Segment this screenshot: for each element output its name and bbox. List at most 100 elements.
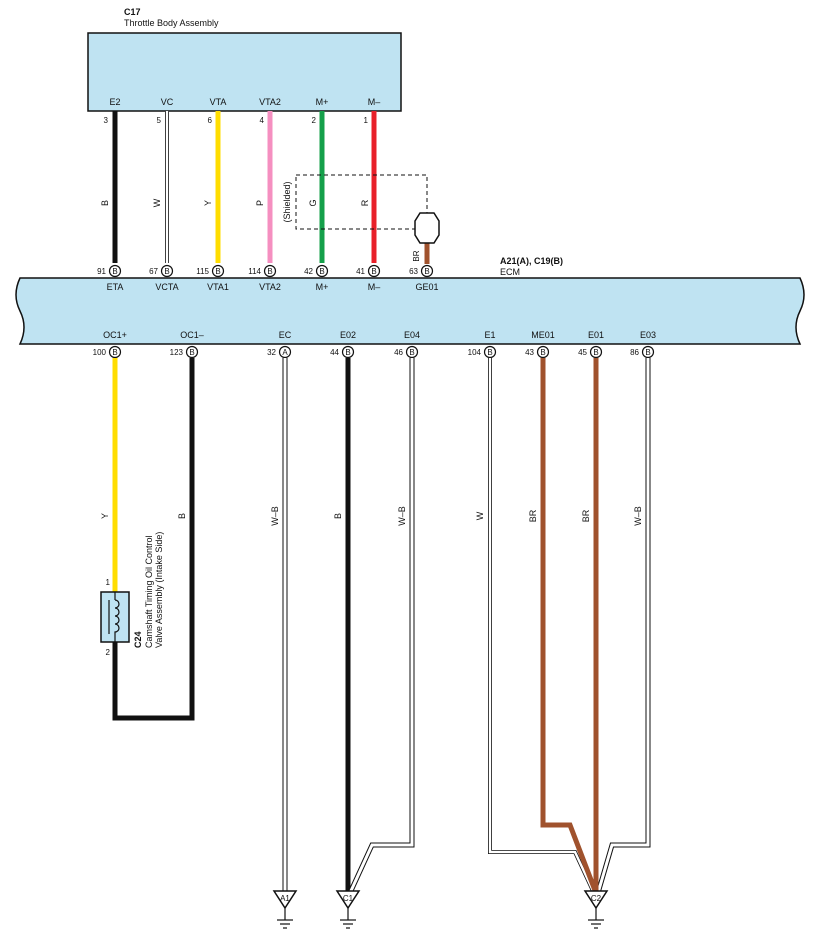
ground-label: A1 <box>280 894 290 903</box>
wire-color-code: W–B <box>633 506 643 526</box>
pin-number: 46 <box>394 348 403 357</box>
wire-color-code: BR <box>412 250 421 261</box>
connector-marker <box>405 345 419 359</box>
pin-name: E1 <box>484 330 495 340</box>
connector-marker <box>315 264 329 278</box>
ocv-pin-2: 2 <box>106 648 111 657</box>
solenoid-coil-icon <box>114 599 120 634</box>
ground-triangle <box>335 890 361 910</box>
terminal-pin: 2 <box>312 116 317 125</box>
terminal-label: M+ <box>316 97 329 107</box>
pin-name: E03 <box>640 330 656 340</box>
pin-number: 114 <box>248 267 261 276</box>
ecm-name: ECM <box>500 267 520 277</box>
pin-name: OC1+ <box>103 330 127 340</box>
ocv-name-line1: Camshaft Timing Oil Control <box>144 535 154 648</box>
throttle-terminal-vta: VTA 6 <box>208 97 227 125</box>
throttle-terminal-m-plus: M+ 2 <box>312 97 329 125</box>
ground-triangle <box>272 890 298 910</box>
connector-letter: B <box>319 267 324 276</box>
ecm-pin-vta2: 114 B VTA2 <box>248 264 281 292</box>
throttle-terminal-vta2: VTA2 4 <box>259 97 281 125</box>
connector-letter: B <box>112 348 117 357</box>
ecm-title: A21(A), C19(B) <box>500 256 563 266</box>
pin-number: 104 <box>468 348 482 357</box>
connector-marker <box>211 264 225 278</box>
pin-name: E04 <box>404 330 420 340</box>
ecm-pin-oc1-minus: OC1– 123 B <box>170 330 204 359</box>
pin-name: GE01 <box>415 282 438 292</box>
pin-number: 123 <box>170 348 184 357</box>
pin-number: 32 <box>267 348 276 357</box>
connector-marker <box>160 264 174 278</box>
wire-color-code: Y <box>203 200 213 206</box>
ecm-pin-e01: E01 45 B <box>578 330 604 359</box>
ecm-pin-e03: E03 86 B <box>630 330 656 359</box>
connector-marker <box>278 345 292 359</box>
connector-letter: B <box>164 267 169 276</box>
throttle-terminal-vc: VC 5 <box>157 97 174 125</box>
connector-marker <box>589 345 603 359</box>
terminal-label: VTA <box>210 97 227 107</box>
ground-a1: A1 <box>272 890 298 929</box>
ocv-name-line2: Valve Assembly (Intake Side) <box>154 532 164 648</box>
connector-marker <box>483 345 497 359</box>
wire-color-code: P <box>255 200 265 206</box>
throttle-body-name: Throttle Body Assembly <box>124 18 219 28</box>
ecm-pin-vcta: 67 B VCTA <box>149 264 179 292</box>
ecm-pin-oc1-plus: OC1+ 100 B <box>93 330 127 359</box>
pin-number: 86 <box>630 348 639 357</box>
pin-number: 67 <box>149 267 158 276</box>
wire-color-code: B <box>333 513 343 519</box>
pin-number: 45 <box>578 348 587 357</box>
wire-me01-br <box>540 358 599 894</box>
terminal-label: VC <box>161 97 174 107</box>
pin-number: 43 <box>525 348 534 357</box>
wire-color-code: W–B <box>270 506 280 526</box>
connector-letter: B <box>267 267 272 276</box>
connector-marker <box>108 264 122 278</box>
pin-number: 115 <box>196 267 209 276</box>
wire-color-code: G <box>308 199 318 206</box>
throttle-terminal-m-minus: M– 1 <box>364 97 381 125</box>
pin-name: E02 <box>340 330 356 340</box>
ocv-code: C24 <box>133 631 143 648</box>
pin-name: EC <box>279 330 292 340</box>
throttle-terminal-e2: E2 3 <box>104 97 121 125</box>
pin-number: 91 <box>97 267 106 276</box>
terminal-label: M– <box>368 97 381 107</box>
pin-name: OC1– <box>180 330 204 340</box>
terminal-pin: 5 <box>157 116 162 125</box>
connector-letter: B <box>215 267 220 276</box>
connector-marker <box>641 345 655 359</box>
pin-name: ME01 <box>531 330 555 340</box>
ecm-pin-m-plus: 42 B M+ <box>304 264 329 292</box>
ecm-pin-e04: E04 46 B <box>394 330 420 359</box>
pin-name: VCTA <box>155 282 178 292</box>
connector-marker <box>341 345 355 359</box>
ecm-body <box>15 277 805 345</box>
terminal-pin: 3 <box>104 116 109 125</box>
wire-e04-wb <box>347 358 415 895</box>
ecm-pin-eta: 91 B ETA <box>97 264 123 292</box>
ecm-pin-m-minus: 41 B M– <box>356 264 381 292</box>
connector-marker <box>420 264 434 278</box>
pin-number: 42 <box>304 267 313 276</box>
ecm-pin-me01: ME01 43 B <box>525 330 555 359</box>
connector-marker <box>108 345 122 359</box>
connector-letter: B <box>593 348 598 357</box>
connector-letter: B <box>487 348 492 357</box>
connector-letter: B <box>345 348 350 357</box>
pin-name: M– <box>368 282 381 292</box>
terminal-label: VTA2 <box>259 97 281 107</box>
ecm-pin-ec: EC 32 A <box>267 330 292 359</box>
connector-letter: B <box>645 348 650 357</box>
ground-c2: C2 <box>583 890 609 929</box>
shield-ground-symbol <box>414 212 440 244</box>
pin-number: 41 <box>356 267 365 276</box>
wire-color-code: B <box>100 200 110 206</box>
connector-letter: B <box>371 267 376 276</box>
wire-color-code: B <box>177 513 187 519</box>
ecm-pin-ge01: 63 B GE01 <box>409 264 439 292</box>
ecm-pin-e02: E02 44 B <box>330 330 356 359</box>
